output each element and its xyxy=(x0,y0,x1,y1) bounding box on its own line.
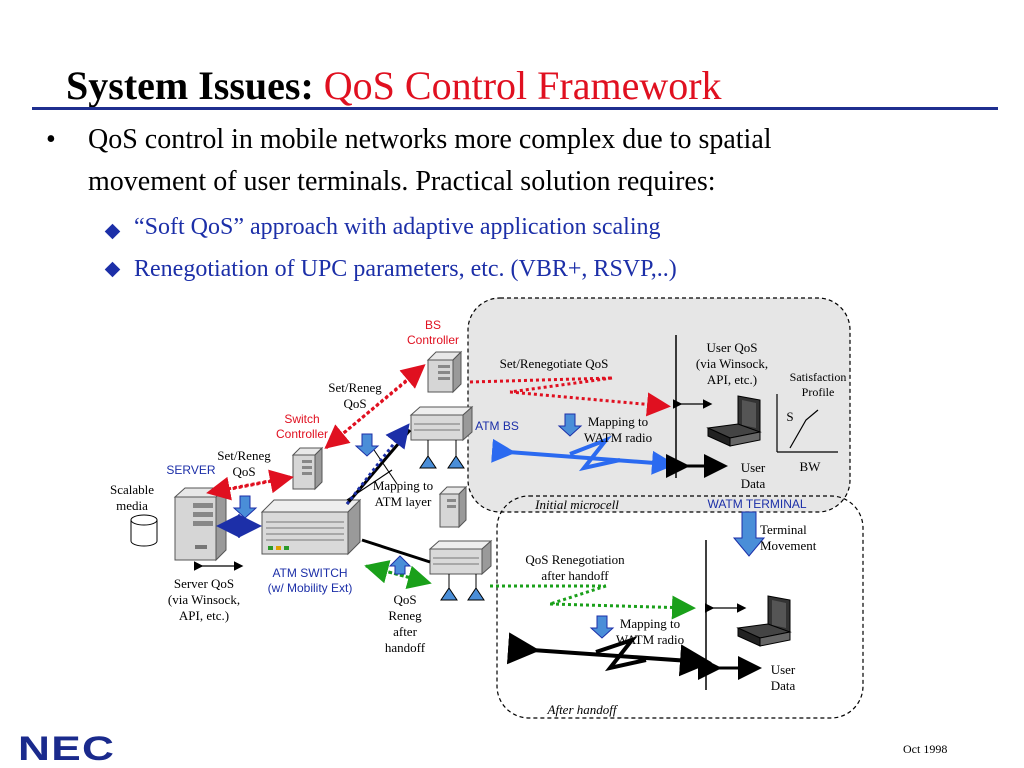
satisfaction-axis-label: S xyxy=(786,409,794,424)
title-part1: System Issues: xyxy=(66,63,314,108)
atm-bs-label: ATM BS xyxy=(475,419,519,433)
switch-controller-icon xyxy=(291,446,324,491)
slide-date: Oct 1998 xyxy=(903,742,948,756)
user-qos-label: User QoS(via Winsock,API, etc.) xyxy=(695,340,769,387)
server-qos-label: Server QoS(via Winsock,API, etc.) xyxy=(167,576,241,623)
laptop-icon xyxy=(736,595,792,647)
initial-microcell-region xyxy=(467,297,851,513)
satisfaction-profile-graph xyxy=(776,394,838,453)
bs-controller-icon xyxy=(426,350,463,394)
atm-switch-icon xyxy=(260,498,362,556)
subbullet-2: Renegotiation of UPC parameters, etc. (V… xyxy=(134,256,677,282)
bs-controller-icon xyxy=(438,485,468,529)
atm-switch-label: ATM SWITCH(w/ Mobility Ext) xyxy=(267,566,353,595)
title-part2: QoS Control Framework xyxy=(323,63,722,108)
bullet-line-1: QoS control in mobile networks more comp… xyxy=(88,124,772,155)
subbullet-1: “Soft QoS” approach with adaptive applic… xyxy=(134,214,661,240)
bullet-line-2: movement of user terminals. Practical so… xyxy=(88,166,716,197)
nec-logo: NEC xyxy=(18,730,116,768)
bullet-marker: • xyxy=(46,124,56,155)
set-renegotiate-qos-label: Set/Renegotiate QoS xyxy=(499,356,609,371)
bandwidth-axis-label: BW xyxy=(799,459,821,474)
antenna-icon xyxy=(419,440,485,601)
after-handoff-region xyxy=(496,495,864,719)
atm-base-station-icon xyxy=(409,405,474,442)
after-handoff-label: After handoff xyxy=(547,702,617,717)
radio-link-icon xyxy=(506,632,712,677)
slide-title: System Issues: QoS Control Framework xyxy=(66,62,722,110)
database-icon xyxy=(130,514,158,547)
initial-microcell-label: Initial microcell xyxy=(535,497,619,512)
watm-terminal-label: WATM TERMINAL xyxy=(707,497,807,511)
server-tower-icon xyxy=(173,486,228,562)
reneg-arrow-icon xyxy=(388,555,412,575)
laptop-icon xyxy=(706,395,762,447)
atm-base-station-icon xyxy=(428,539,493,576)
server-label: SERVER xyxy=(166,463,216,477)
mapping-arrow-icon xyxy=(232,413,766,639)
radio-link-icon xyxy=(491,435,676,475)
title-rule xyxy=(32,107,998,110)
